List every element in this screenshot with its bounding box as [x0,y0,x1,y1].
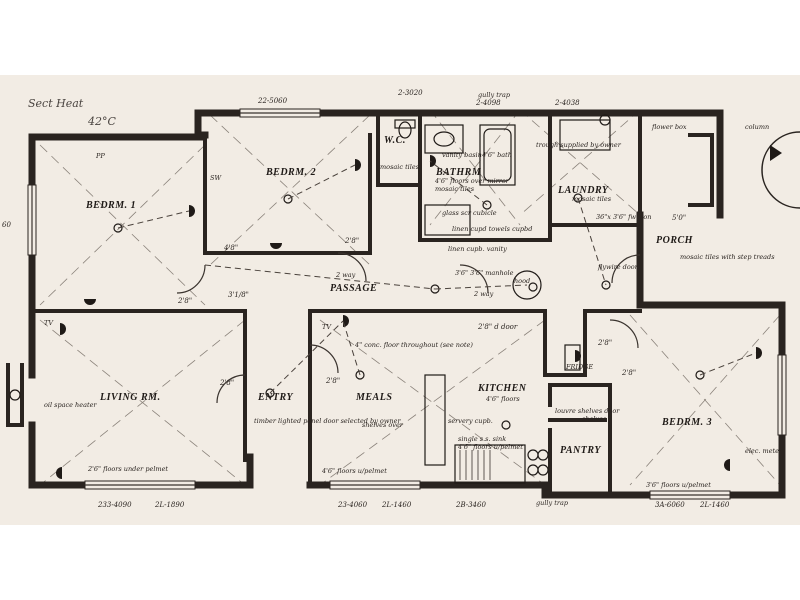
note-wc-mosaic: mosaic tiles [380,163,420,171]
note-pantry-louvre: louvre shelves door [555,407,620,415]
note-kitchen-floors: 4'6" floors [485,395,520,403]
room-label-meals: MEALS [355,392,392,403]
dim-side-porch: 5'0" [672,214,686,222]
dim-bottom-bed3b: 2L-1460 [699,501,730,509]
room-label-pantry: PANTRY [560,445,601,456]
note-power-point: PP [95,152,105,160]
dim-left-60: 60 [2,221,11,229]
room-label-bath: BATHRM [435,167,482,178]
note-switch: SW [210,174,222,182]
note-servery: servery cupb. [448,417,493,425]
diagonal-lines [39,109,781,486]
heater-symbol [9,389,21,401]
dim-top-laundry: 2-4038 [554,99,580,107]
dim-bottom-kitchen: 2B-3460 [455,501,486,509]
note-gully-bottom: gully trap [536,499,569,507]
wiring-runs [117,160,757,394]
dim-door-bed3: 2'8" [621,369,636,377]
dim-side-bed2: 3'1/8" [228,291,249,299]
note-living-floors: 2'6" floors under pelmet [87,465,168,473]
note-bath-glass: glass scr cubicle [442,209,497,217]
kitchen-fixtures [424,344,581,484]
note-bath-mosaic: mosaic tiles [435,185,475,193]
dim-door-living: 2'8" [219,379,234,387]
note-laundry-trough: trough supplied by owner [536,141,622,149]
room-label-entry: ENTRY [257,392,293,403]
room-label-porch: PORCH [656,235,694,246]
note-bed3-floors: 3'6" floors u/pelmet [646,481,711,489]
note-pantry-shelves: shelves [582,415,607,423]
note-bed3-meter: elec. meter [745,447,783,455]
room-label-wc: W.C. [384,135,406,146]
note-kitchen-sink: single s.s. sink [458,435,506,443]
note-manhole: 3'6" 3'6" manhole [455,269,514,277]
room-label-bed2: BEDRM. 2 [265,167,316,178]
room-label-passage: PASSAGE [330,283,377,294]
note-bath-bath: 4'6" bath [481,151,512,159]
note-kitchen-floors2: 4'6" floors u/pelmet [457,443,523,451]
dim-bottom-living2: 2L-1890 [154,501,185,509]
windows [27,108,787,500]
note-tv-meals: TV [322,323,332,331]
note-meals-shelves: shelves over [362,421,404,429]
note-bath-linen: linen cupd towels cupbd [452,225,532,233]
dim-door-bed2: 2'8" [344,237,359,245]
note-laundry-mosaic: mosaic tiles [572,195,612,203]
north-point-fragment [761,131,800,209]
room-label-bed1: BEDRM. 1 [85,200,136,211]
dim-top-bed2: 22-5060 [257,97,288,105]
dim-door-meals: 2'8" [325,377,340,385]
door-swings [176,252,641,404]
electrical-points [56,155,762,479]
dim-door-porch: 2'8" [597,339,612,347]
dim-bottom-living: 233-4090 [97,501,132,509]
dim-top-wc: 2-3020 [397,89,423,97]
handwritten-note-1: Sect Heat [28,97,84,110]
note-flower-box: flower box [651,123,687,131]
note-floor: 4" conc. floor throughout (see note) [354,341,473,349]
note-porch-door: flywire door [597,263,639,271]
dim-bottom-bed3: 3A-6060 [655,501,685,509]
handwritten-note-2: 42°C [87,115,116,128]
note-meals-floors: 4'6" floors u/pelmet [321,467,387,475]
room-label-kitchen: KITCHEN [477,383,527,394]
dim-bottom-meals: 23-4060 [337,501,368,509]
room-label-living: LIVING RM. [99,392,161,403]
interior-walls [30,111,642,497]
dim-door-bed1: 2'8" [177,297,192,305]
dim-side-bed1: 4'8" [223,244,238,252]
floor-plan-sheet: BEDRM. 1 BEDRM. 2 BEDRM. 3 W.C. BATHRM L… [0,75,800,525]
bath-fixtures [394,114,611,236]
note-column: column [745,123,769,131]
note-passage-2way: 2 way [335,271,356,279]
dim-bottom-meals2: 2L-1460 [381,501,412,509]
note-fridge: FRIDGE [565,363,593,371]
room-label-bed3: BEDRM. 3 [661,417,712,428]
floor-plan-drawing: BEDRM. 1 BEDRM. 2 BEDRM. 3 W.C. BATHRM L… [2,89,800,509]
note-linen: linen cupb. vanity [448,245,507,253]
note-bath-vanity: vanity basin [442,151,482,159]
note-tv-living: TV [44,319,54,327]
note-hood: hood [514,277,530,285]
note-entry-timber: timber lighted panel door selected by ow… [254,417,401,425]
room-label-laundry: LAUNDRY [557,185,609,196]
note-passage-2way2: 2 way [473,290,494,298]
note-bath-floors: 4'6" floors over mirror [434,177,510,185]
dim-door-passage: 2'8" d door [477,323,518,331]
note-porch-tiles: mosaic tiles with step treads [680,253,775,261]
dim-top-bath: 2-4098 [475,99,501,107]
note-laundry-iron: 36"x 3'6" fw iron [596,213,651,221]
note-gully-top: gully trap [478,91,511,99]
note-living-oil: oil space heater [44,401,97,409]
